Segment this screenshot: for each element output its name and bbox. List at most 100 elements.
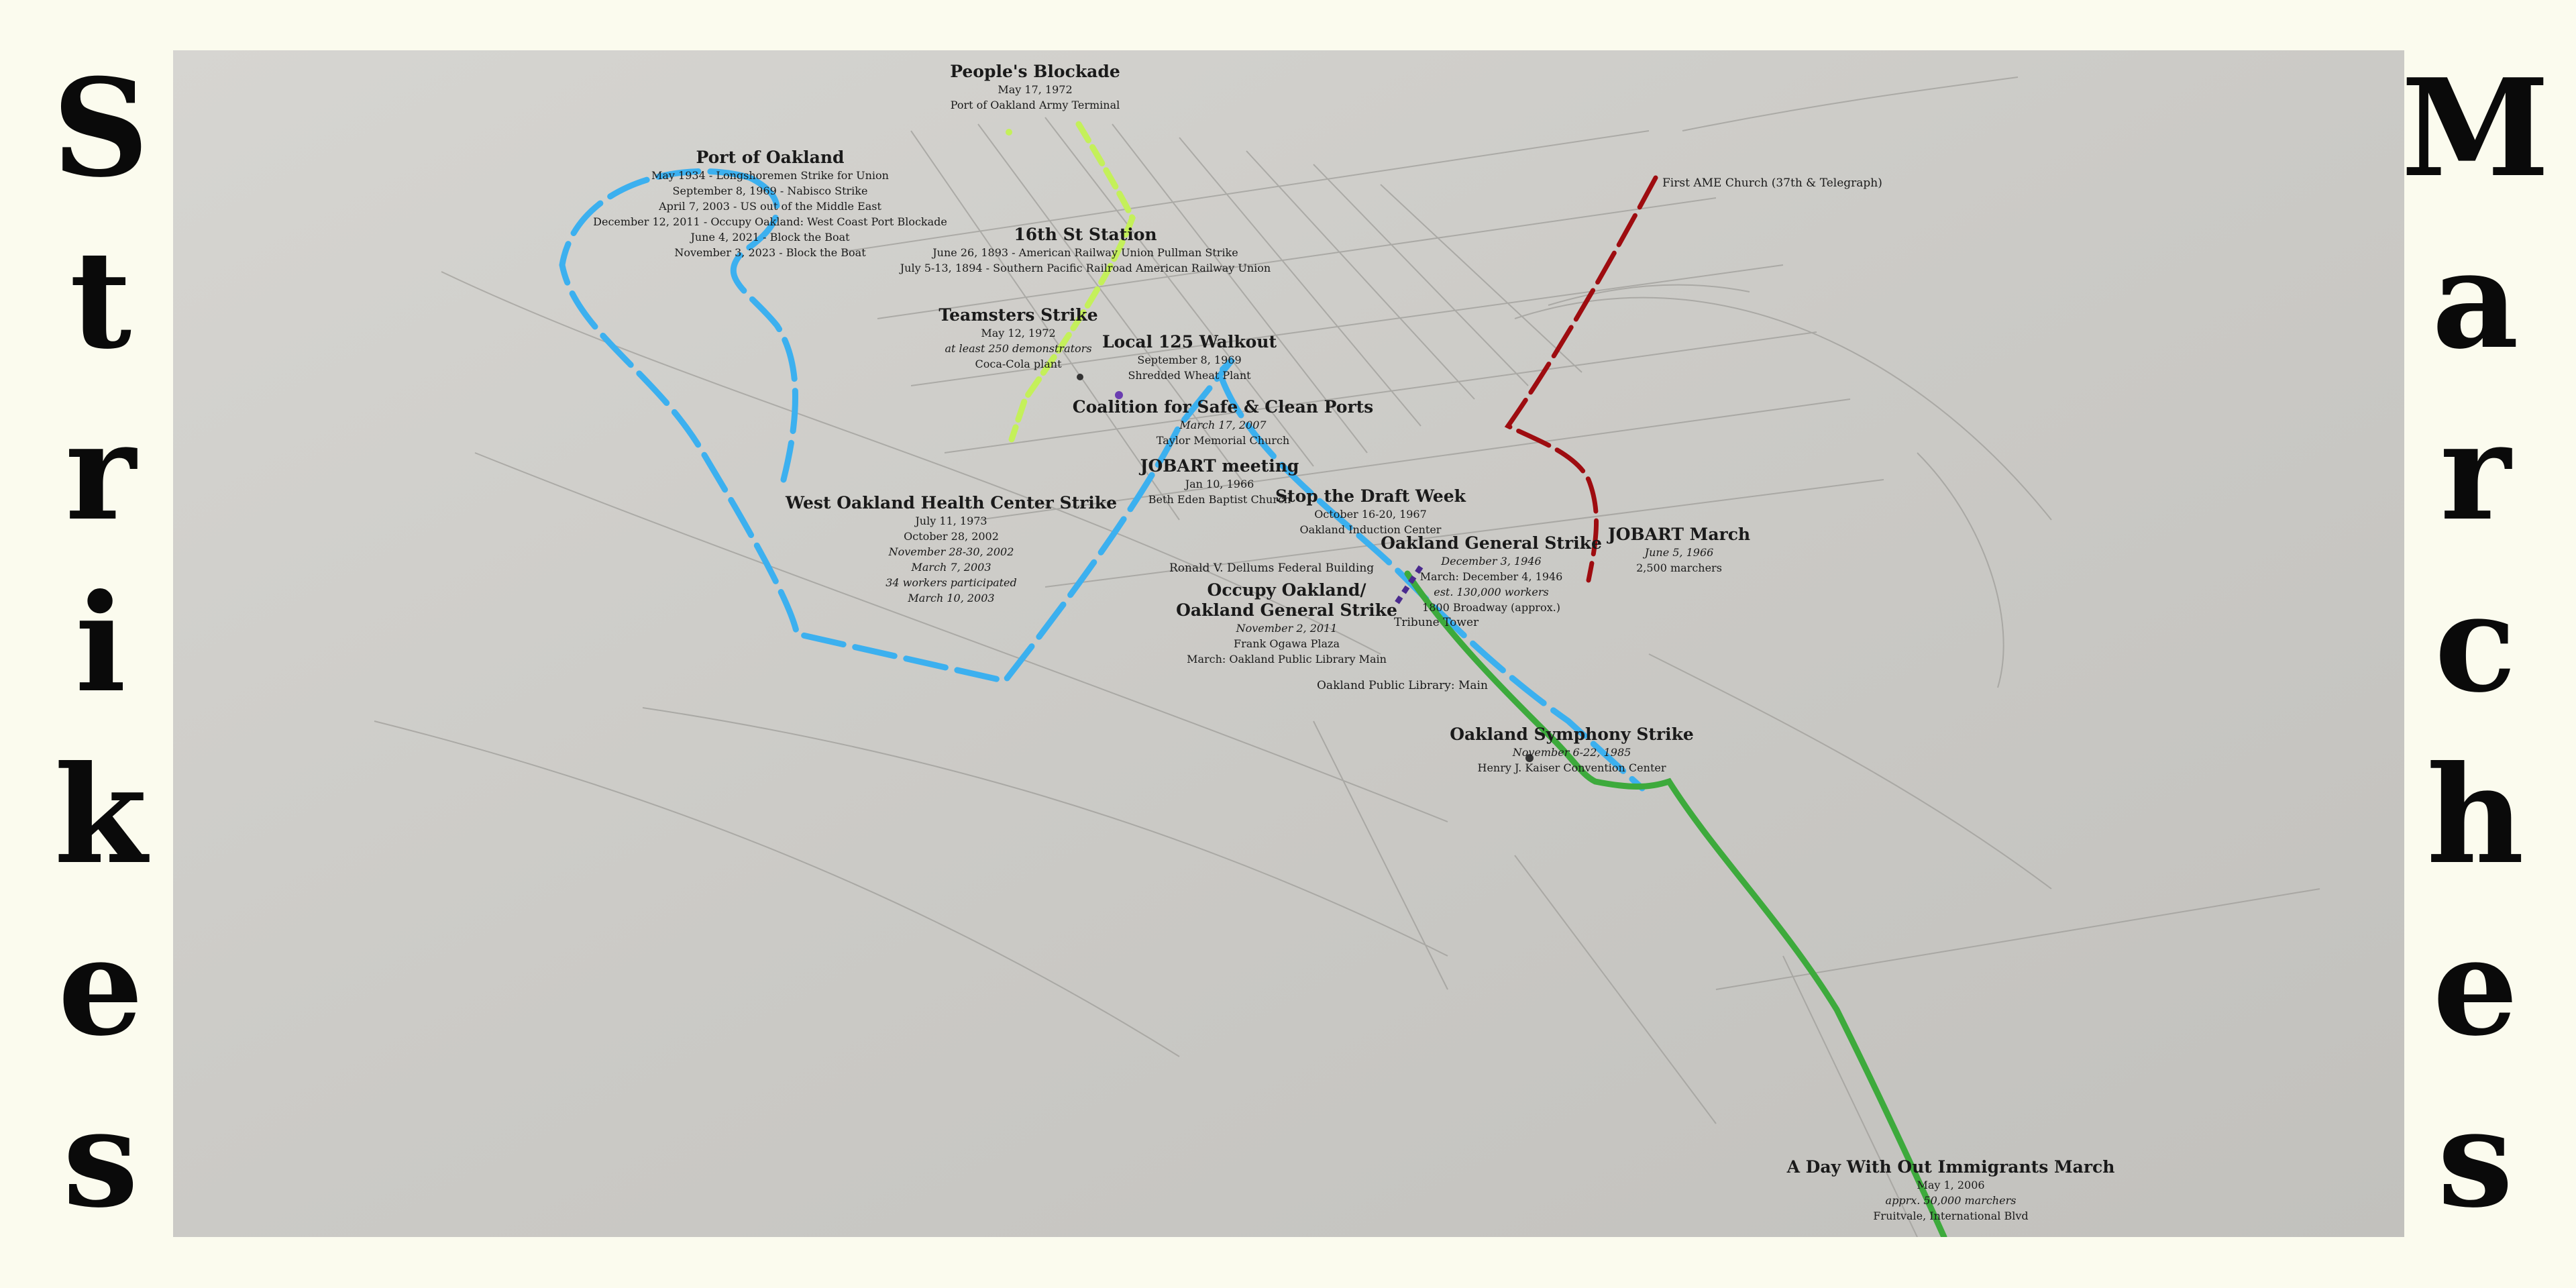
event-title: JOBART meeting <box>1140 456 1299 476</box>
event-title: JOBART March <box>1607 525 1751 544</box>
event-line: September 8, 1969 <box>1137 354 1242 366</box>
label-jobart-march[interactable]: JOBART March June 5, 1966 2,500 marchers <box>1608 525 1750 576</box>
place-first-ame-church[interactable]: First AME Church (37th & Telegraph) <box>1662 176 1882 190</box>
event-line: November 6-22, 1985 <box>1512 746 1631 759</box>
pencil-street-grid <box>374 76 2320 1237</box>
event-line: Fruitvale, International Blvd <box>1873 1210 2029 1222</box>
event-line: March 10, 2003 <box>908 592 995 604</box>
event-line: March: Oakland Public Library Main <box>1187 653 1387 665</box>
strikes-letter: t <box>69 221 132 379</box>
marches-letter: e <box>2432 908 2518 1066</box>
event-line: October 16-20, 1967 <box>1314 508 1427 521</box>
event-line: December 3, 1946 <box>1441 555 1542 568</box>
event-title: Oakland Symphony Strike <box>1450 724 1694 744</box>
strikes-letter: s <box>62 1080 139 1238</box>
marker-teamsters <box>1077 374 1083 380</box>
event-line: Shredded Wheat Plant <box>1128 369 1251 382</box>
event-line: apprx. 50,000 marchers <box>1885 1194 2017 1207</box>
event-line: September 8, 1969 - Nabisco Strike <box>672 184 868 197</box>
event-line: November 28-30, 2002 <box>888 545 1014 558</box>
event-line: March: December 4, 1946 <box>1419 570 1563 583</box>
marker-peoples-blockade <box>1006 129 1012 136</box>
oakland-map[interactable]: People's Blockade May 17, 1972 Port of O… <box>173 50 2404 1237</box>
map-drawing <box>173 50 2404 1237</box>
event-line: March 7, 2003 <box>911 561 991 574</box>
event-title: Occupy Oakland/ <box>1207 580 1366 600</box>
event-title: Oakland General Strike <box>1176 600 1397 620</box>
event-title: Local 125 Walkout <box>1102 332 1277 352</box>
place-tribune-tower[interactable]: Tribune Tower <box>1394 616 1479 629</box>
event-line: June 26, 1893 - American Railway Union P… <box>932 246 1238 259</box>
march-route-purple <box>1391 565 1424 609</box>
strikes-letter: i <box>75 565 126 722</box>
marches-letter: c <box>2434 565 2516 722</box>
event-line: March 17, 2007 <box>1179 419 1267 431</box>
march-route-green <box>1404 570 1947 1237</box>
marches-letter: M <box>2401 50 2550 207</box>
marker-symphony <box>1525 754 1534 762</box>
place-oakland-public-library[interactable]: Oakland Public Library: Main <box>1317 679 1488 692</box>
event-line: Taylor Memorial Church <box>1156 434 1290 447</box>
event-title: Oakland General Strike <box>1381 533 1602 553</box>
marches-letter: h <box>2426 737 2524 894</box>
event-title: Stop the Draft Week <box>1275 486 1466 506</box>
marches-letter: a <box>2432 221 2519 379</box>
event-line: November 3, 2023 - Block the Boat <box>674 246 866 259</box>
event-title: Coalition for Safe & Clean Ports <box>1072 397 1374 417</box>
event-line: Henry J. Kaiser Convention Center <box>1477 761 1666 774</box>
strikes-letter: S <box>52 50 150 207</box>
event-line: Oakland Induction Center <box>1299 523 1442 536</box>
event-title: Port of Oakland <box>696 148 845 167</box>
label-occupy-oakland[interactable]: Occupy Oakland/ Oakland General Strike N… <box>1176 580 1397 667</box>
event-line: May 1934 - Longshoremen Strike for Union <box>651 169 889 182</box>
label-stop-the-draft[interactable]: Stop the Draft Week October 16-20, 1967 … <box>1275 486 1466 537</box>
label-coalition[interactable]: Coalition for Safe & Clean Ports March 1… <box>1073 397 1374 448</box>
label-16th-st-station[interactable]: 16th St Station June 26, 1893 - American… <box>900 225 1271 276</box>
strikes-route-chartreuse <box>1008 121 1136 443</box>
event-line: June 4, 2021 - Block the Boat <box>690 231 850 244</box>
marker-local125 <box>1115 391 1123 399</box>
strikes-route-blue-inner <box>730 174 798 483</box>
event-line: May 12, 1972 <box>981 327 1056 339</box>
place-dellums-federal-building[interactable]: Ronald V. Dellums Federal Building <box>1169 561 1375 575</box>
paper-background <box>173 50 2404 1237</box>
event-title: 16th St Station <box>1014 225 1157 244</box>
event-place: Port of Oakland Army Terminal <box>950 99 1120 111</box>
event-line: Frank Ogawa Plaza <box>1234 637 1340 650</box>
event-line: July 11, 1973 <box>915 515 987 527</box>
event-line: Jan 10, 1966 <box>1185 478 1254 490</box>
event-title: People's Blockade <box>950 62 1120 81</box>
event-line: November 2, 2011 <box>1236 622 1338 635</box>
label-local-125-walkout[interactable]: Local 125 Walkout September 8, 1969 Shre… <box>1102 332 1277 383</box>
event-line: October 28, 2002 <box>904 530 999 543</box>
event-line: 1800 Broadway (approx.) <box>1422 601 1560 614</box>
event-title: West Oakland Health Center Strike <box>785 493 1118 513</box>
label-oakland-general-1946[interactable]: Oakland General Strike December 3, 1946 … <box>1381 533 1602 615</box>
strikes-letter: r <box>65 393 136 551</box>
marches-letter: s <box>2437 1080 2514 1238</box>
event-line: May 1, 2006 <box>1917 1179 1985 1191</box>
strikes-letter: e <box>58 908 144 1066</box>
event-line: 34 workers participated <box>885 576 1017 589</box>
label-teamsters-strike[interactable]: Teamsters Strike May 12, 1972 at least 2… <box>938 305 1097 372</box>
event-line: at least 250 demonstrators <box>945 342 1092 355</box>
event-date: May 17, 1972 <box>998 83 1073 96</box>
label-jobart-meeting[interactable]: JOBART meeting Jan 10, 1966 Beth Eden Ba… <box>1140 456 1299 507</box>
label-oakland-symphony[interactable]: Oakland Symphony Strike November 6-22, 1… <box>1450 724 1694 775</box>
event-line: July 5-13, 1894 - Southern Pacific Railr… <box>900 262 1271 274</box>
event-line: December 12, 2011 - Occupy Oakland: West… <box>593 215 947 228</box>
event-title: Teamsters Strike <box>938 305 1098 325</box>
march-route-dark-red <box>1504 175 1658 583</box>
event-line: 2,500 marchers <box>1636 561 1722 574</box>
label-day-without-immigrants[interactable]: A Day With Out Immigrants March May 1, 2… <box>1787 1157 2115 1224</box>
label-west-oakland-health[interactable]: West Oakland Health Center Strike July 1… <box>786 493 1117 606</box>
label-port-of-oakland[interactable]: Port of Oakland May 1934 - Longshoremen … <box>593 148 947 260</box>
event-line: June 5, 1966 <box>1644 546 1714 559</box>
event-line: Beth Eden Baptist Church <box>1148 493 1291 506</box>
strikes-route-blue-loop <box>559 168 1646 792</box>
label-peoples-blockade[interactable]: People's Blockade May 17, 1972 Port of O… <box>950 62 1120 113</box>
event-line: Coca-Cola plant <box>975 358 1062 370</box>
marches-letter: r <box>2440 393 2511 551</box>
